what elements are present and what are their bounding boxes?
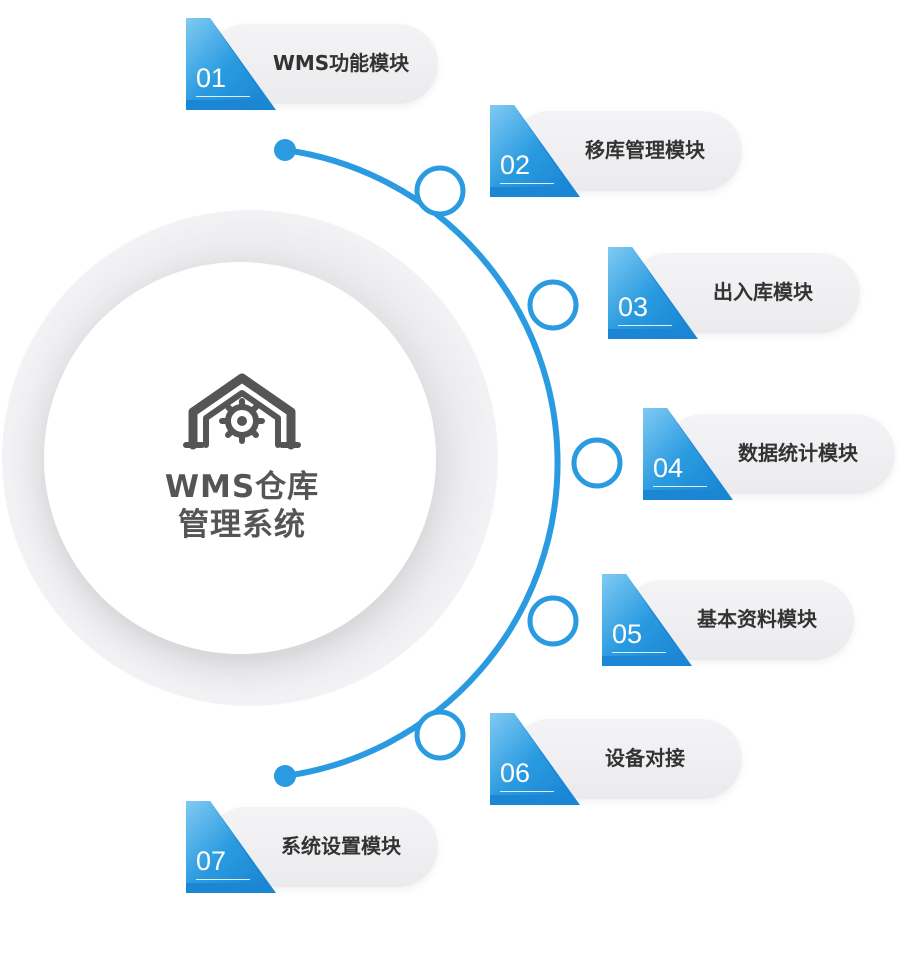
module-05[interactable]: 05 基本资料模块 bbox=[602, 574, 854, 666]
number-badge bbox=[186, 18, 278, 110]
module-07[interactable]: 07 系统设置模块 bbox=[186, 801, 438, 893]
arc-node-02 bbox=[414, 165, 466, 217]
center-title-line1: WMS仓库 bbox=[164, 469, 320, 505]
number-badge bbox=[643, 408, 735, 500]
module-number: 02 bbox=[500, 149, 554, 184]
arc-node-03 bbox=[527, 279, 579, 331]
center-title: WMS仓库 管理系统 bbox=[92, 468, 392, 544]
center-title-line2: 管理系统 bbox=[178, 507, 306, 543]
warehouse-gear-icon bbox=[183, 373, 301, 450]
module-number: 04 bbox=[653, 452, 707, 487]
module-01[interactable]: 01 WMS功能模块 bbox=[186, 18, 438, 110]
module-04[interactable]: 04 数据统计模块 bbox=[643, 408, 895, 500]
module-label: 系统设置模块 bbox=[281, 834, 401, 858]
arc-end-dot bbox=[274, 765, 296, 787]
module-number: 06 bbox=[500, 757, 554, 792]
module-03[interactable]: 03 出入库模块 bbox=[608, 247, 860, 339]
module-label: 移库管理模块 bbox=[585, 138, 705, 162]
number-badge bbox=[490, 713, 582, 805]
module-02[interactable]: 02 移库管理模块 bbox=[490, 105, 742, 197]
number-badge bbox=[186, 801, 278, 893]
arc-node-04 bbox=[571, 437, 623, 489]
connector-arc bbox=[284, 147, 561, 779]
module-label: 设备对接 bbox=[605, 746, 685, 770]
number-badge bbox=[490, 105, 582, 197]
center-disc bbox=[44, 262, 436, 654]
module-number: 01 bbox=[196, 62, 250, 97]
module-number: 07 bbox=[196, 845, 250, 880]
arc-start-dot bbox=[274, 139, 296, 161]
module-06[interactable]: 06 设备对接 bbox=[490, 713, 742, 805]
module-number: 03 bbox=[618, 291, 672, 326]
module-label: 出入库模块 bbox=[713, 280, 813, 304]
module-label: 数据统计模块 bbox=[738, 441, 858, 465]
arc-node-05 bbox=[527, 595, 579, 647]
number-badge bbox=[608, 247, 700, 339]
module-label: WMS功能模块 bbox=[272, 51, 410, 75]
number-badge bbox=[602, 574, 694, 666]
module-number: 05 bbox=[612, 618, 666, 653]
arc-node-06 bbox=[414, 709, 466, 761]
module-label: 基本资料模块 bbox=[697, 607, 817, 631]
